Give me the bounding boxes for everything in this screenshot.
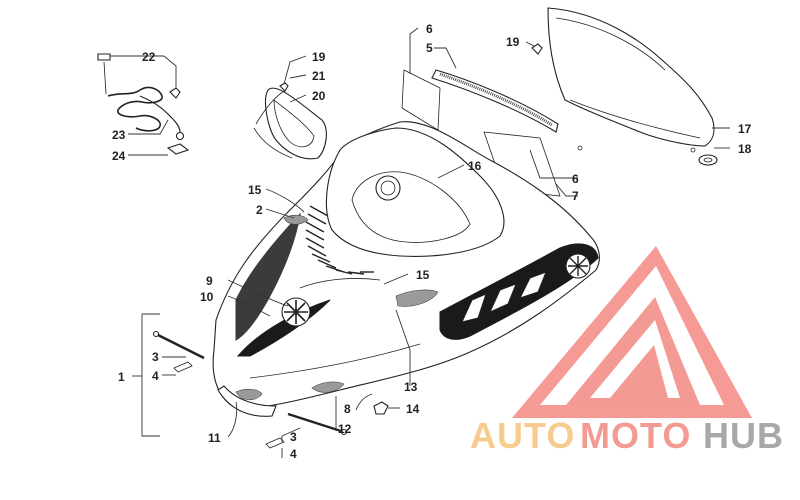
callout-3-lower: 3 [290,430,297,444]
callout-20: 20 [312,89,326,103]
callout-7: 7 [572,189,579,203]
callout-1: 1 [118,370,125,384]
hood-emblem-right [565,253,591,279]
windshield-screw [531,43,543,55]
headlight-bezel [253,87,327,160]
watermark-text-moto: MOTO [580,415,691,456]
watermark-text-hub: HUB [703,415,784,456]
callout-22: 22 [142,50,156,64]
tether-clip [166,143,190,155]
cotter-pin-upper [173,361,193,373]
callout-labels: 1 2 3 3 4 4 5 6 6 7 8 9 10 11 12 13 14 1… [112,22,752,461]
callout-15-lower: 15 [416,268,430,282]
hinge-pin-lower [287,412,348,436]
callout-6-upper: 6 [426,22,433,36]
callout-15-upper: 15 [248,183,262,197]
windshield [547,7,715,153]
callout-16: 16 [468,159,482,173]
callout-4-upper: 4 [152,369,159,383]
windshield-washer [698,154,718,166]
callout-18: 18 [738,142,752,156]
cotter-pin-lower [265,437,285,449]
leader-lines [110,27,730,458]
callout-14: 14 [406,402,420,416]
callout-12: 12 [338,422,352,436]
hood [212,121,600,417]
callout-3-upper: 3 [152,350,159,364]
callout-2: 2 [256,203,263,217]
hood-rivet [373,401,389,415]
callout-8: 8 [344,402,351,416]
callout-9: 9 [206,274,213,288]
callout-4-lower: 4 [290,447,297,461]
automotohub-watermark: AUTO MOTO HUB [470,246,784,456]
watermark-triangle-logo [512,246,752,418]
callout-11: 11 [208,431,221,445]
callout-23: 23 [112,128,126,142]
callout-21: 21 [312,69,326,83]
vent-louvres [305,205,374,275]
windshield-trim-strip [431,69,559,133]
callout-5: 5 [426,41,433,55]
callout-6-lower: 6 [572,172,579,186]
tether-cord [97,53,185,141]
callout-17: 17 [738,122,752,136]
watermark-text-auto: AUTO [470,415,575,456]
hood-decal-lettering [461,271,547,323]
bezel-screw [279,82,289,92]
callout-19-right: 19 [506,35,520,49]
hinge-pin-upper [152,330,205,360]
hood-emblem-left [281,297,311,327]
callout-10: 10 [200,290,214,304]
callout-19-left: 19 [312,50,326,64]
callout-13: 13 [404,380,418,394]
callout-24: 24 [112,149,126,163]
